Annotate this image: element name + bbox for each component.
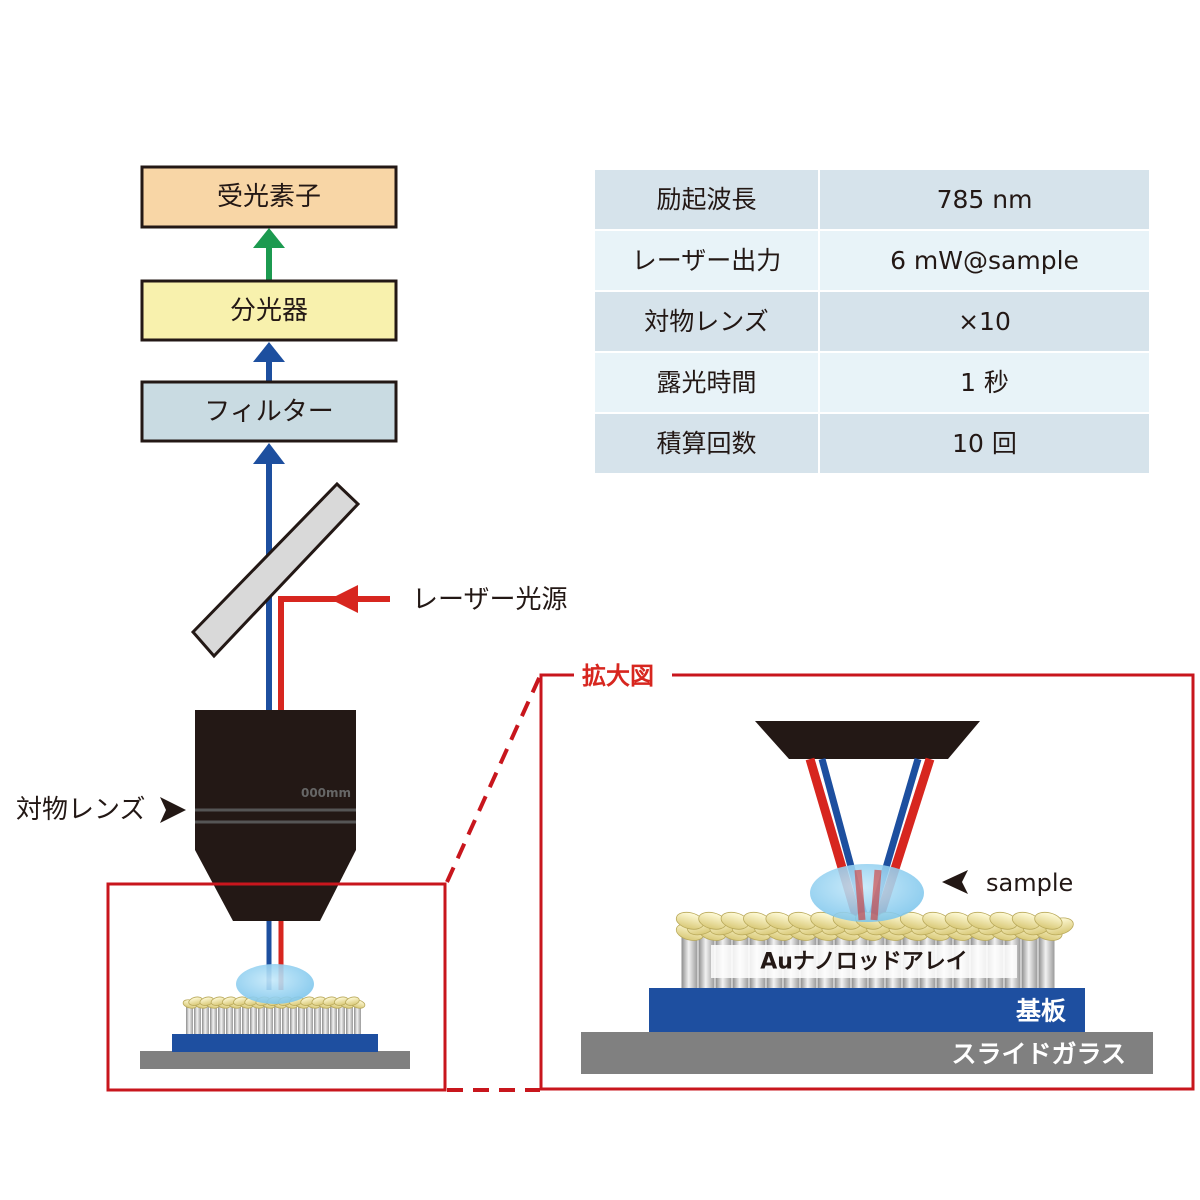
objective-engraving: 000mm — [301, 786, 351, 800]
filter-box: フィルター — [140, 380, 398, 443]
nanorod-label: Auナノロッドアレイ — [760, 950, 968, 975]
zoom-source-frame — [106, 882, 447, 1092]
table-row: 対物レンズ ×10 — [595, 292, 1149, 351]
nanorod — [681, 932, 698, 988]
nanorod — [194, 1004, 201, 1034]
parameter-table: 励起波長 785 nm レーザー出力 6 mW@sample 対物レンズ ×10 露光時間 1… — [595, 170, 1149, 473]
sample-pointer-icon — [942, 870, 968, 894]
table-row: 露光時間 1 秒 — [595, 353, 1149, 412]
detector-box: 受光素子 — [140, 165, 398, 229]
inset-objective-tip — [755, 721, 980, 759]
nanorod — [274, 1004, 281, 1034]
nanorod — [346, 1004, 353, 1034]
nanorod — [186, 1004, 193, 1034]
nanorod — [290, 1004, 297, 1034]
nanorod — [1038, 932, 1055, 988]
nanorod — [234, 1004, 241, 1034]
nanorod — [210, 1004, 217, 1034]
inset-panel: 拡大図 スライドガラス 基板 Auナノロッドアレイ sample — [539, 662, 1195, 1091]
detector-label: 受光素子 — [217, 182, 321, 212]
table-row: 励起波長 785 nm — [595, 170, 1149, 229]
param-value: ×10 — [958, 307, 1011, 336]
nanorod — [698, 932, 715, 988]
slide-glass — [581, 1032, 1153, 1074]
nanorod — [218, 1004, 225, 1034]
nanorod — [282, 1004, 289, 1034]
green-arrow — [253, 228, 285, 280]
blue-arrow-upper — [253, 342, 285, 382]
substrate-label: 基板 — [1016, 997, 1066, 1026]
spectrometer-box: 分光器 — [140, 279, 398, 342]
objective-pointer-icon — [160, 797, 186, 823]
nanorod — [306, 1004, 313, 1034]
param-label: 励起波長 — [656, 185, 756, 214]
sample-label: sample — [986, 869, 1073, 897]
dichroic-mirror — [190, 481, 361, 659]
param-value: 1 秒 — [960, 368, 1009, 397]
objective-label: 対物レンズ — [16, 795, 145, 825]
nanorod-label-bg — [711, 945, 1017, 978]
small-nanorods — [182, 996, 366, 1034]
nanorod — [330, 1004, 337, 1034]
nanorod-cap — [1034, 911, 1063, 930]
inset-title: 拡大図 — [582, 662, 654, 690]
param-value: 10 回 — [952, 429, 1017, 458]
nanorod — [338, 1004, 345, 1034]
nanorod — [314, 1004, 321, 1034]
param-label: 積算回数 — [656, 429, 756, 458]
param-value: 785 nm — [937, 185, 1033, 214]
param-label: レーザー出力 — [632, 246, 782, 275]
nanorod — [266, 1004, 273, 1034]
filter-label: フィルター — [204, 397, 333, 427]
small-substrate — [172, 1034, 378, 1052]
nanorod — [226, 1004, 233, 1034]
laser-beam — [278, 585, 390, 712]
nanorod — [250, 1004, 257, 1034]
param-value: 6 mW@sample — [890, 246, 1079, 275]
substrate — [649, 988, 1085, 1032]
sample-drop — [810, 864, 924, 922]
slide-glass-label: スライドガラス — [951, 1040, 1126, 1069]
zoom-connector-upper — [445, 675, 542, 883]
nanorod — [354, 1004, 361, 1034]
nanorod — [258, 1004, 265, 1034]
small-slide-glass — [140, 1051, 410, 1069]
laser-source-label: レーザー光源 — [412, 585, 567, 615]
nanorod — [1021, 932, 1038, 988]
small-sample-stack — [140, 964, 410, 1069]
objective-lens: 000mm — [195, 710, 356, 921]
nanorod — [202, 1004, 209, 1034]
nanorod — [298, 1004, 305, 1034]
nanorod — [242, 1004, 249, 1034]
table-row: レーザー出力 6 mW@sample — [595, 231, 1149, 290]
spectrometer-label: 分光器 — [230, 296, 308, 326]
table-row: 積算回数 10 回 — [595, 414, 1149, 473]
param-label: 対物レンズ — [644, 307, 769, 336]
nanorod-cap — [345, 996, 360, 1006]
nanorod — [322, 1004, 329, 1034]
param-label: 露光時間 — [656, 368, 756, 397]
small-sample-drop — [236, 964, 314, 1004]
